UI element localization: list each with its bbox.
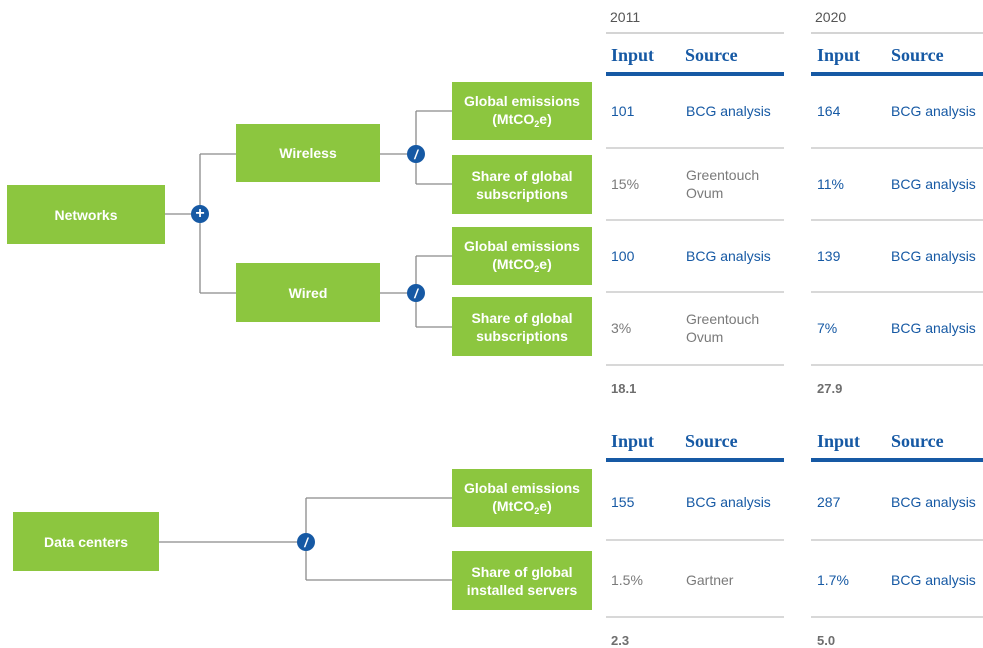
year-2020-label: 2020 (815, 9, 847, 25)
cell-2020-input: 139 (817, 248, 841, 264)
cell-2011-source: Greentouch Ovum (686, 311, 760, 345)
cell-2020-source: BCG analysis (891, 176, 976, 192)
cell-2011-input: 3% (611, 320, 632, 336)
cell-2011-input: 15% (611, 176, 640, 192)
header-source: Source (891, 45, 944, 65)
cell-2011-input: 101 (611, 103, 635, 119)
node-wired-share-subscriptions: Share of global subscriptions (452, 297, 592, 356)
total-2020: 5.0 (817, 633, 836, 648)
divide-operator-icon: / (297, 533, 315, 551)
node-data-centers: Data centers (13, 512, 159, 571)
divide-operator-icon: / (407, 284, 425, 302)
row-divider (606, 364, 784, 366)
divide-operator-icon: / (407, 145, 425, 163)
cell-2020-source: BCG analysis (891, 248, 976, 264)
year-2011-label: 2011 (610, 9, 641, 25)
node-wired-global-emissions: Global emissions (MtCO2e) (452, 227, 592, 285)
cell-2020-input: 287 (817, 494, 841, 510)
row-divider (811, 539, 983, 541)
node-wireless-share-subscriptions: Share of global subscriptions (452, 155, 592, 214)
header-rule (811, 458, 983, 462)
node-wired: Wired (236, 263, 380, 322)
header-input: Input (611, 431, 655, 451)
header-rule (811, 72, 983, 76)
cell-2020-source: BCG analysis (891, 320, 976, 336)
cell-2011-source: Greentouch Ovum (686, 167, 760, 201)
cell-2011-source: BCG analysis (686, 494, 771, 510)
row-divider (606, 147, 784, 149)
emissions-label-line1: Global emissions (464, 93, 580, 109)
share-label-line2: subscriptions (476, 185, 568, 202)
header-rule (606, 72, 784, 76)
emissions-label-line2: (MtCO2e) (492, 256, 552, 274)
total-2011: 2.3 (611, 633, 630, 648)
header-input: Input (611, 45, 655, 65)
emissions-label-line1: Global emissions (464, 238, 580, 254)
year-rule (811, 32, 983, 34)
node-datacenter-global-emissions: Global emissions (MtCO2e) (452, 469, 592, 527)
row-divider (606, 539, 784, 541)
header-source: Source (685, 45, 738, 65)
cell-2020-input: 164 (817, 103, 841, 119)
node-data-centers-label: Data centers (43, 533, 129, 550)
share-label-line2: subscriptions (476, 327, 568, 344)
cell-2011-source: BCG analysis (686, 103, 771, 119)
cell-2011-source: BCG analysis (686, 248, 771, 264)
header-source: Source (891, 431, 944, 451)
cell-2020-input: 11% (817, 176, 844, 192)
node-wireless-global-emissions: Global emissions (MtCO2e) (452, 82, 592, 140)
cell-2020-source: BCG analysis (891, 103, 976, 119)
servers-label-line2: installed servers (466, 581, 578, 598)
total-2020: 27.9 (817, 381, 843, 396)
emissions-label-line2: (MtCO2e) (492, 111, 552, 129)
node-networks-label: Networks (54, 206, 118, 223)
share-label-line1: Share of global (471, 309, 573, 326)
row-divider (811, 364, 983, 366)
cell-2011-input: 100 (611, 248, 635, 264)
cell-2011-input: 1.5% (611, 572, 643, 588)
row-divider (606, 291, 784, 293)
row-divider (606, 616, 784, 618)
node-wired-label: Wired (288, 284, 328, 301)
header-input: Input (817, 431, 861, 451)
row-divider (811, 219, 983, 221)
row-divider (606, 219, 784, 221)
row-divider (811, 147, 983, 149)
cell-2020-source: BCG analysis (891, 494, 976, 510)
emissions-label-line1: Global emissions (464, 480, 580, 496)
year-rule (606, 32, 784, 34)
share-label-line1: Share of global (471, 563, 573, 580)
total-2011: 18.1 (611, 381, 637, 396)
cell-2020-source: BCG analysis (891, 572, 976, 588)
cell-2011-input: 155 (611, 494, 635, 510)
row-divider (811, 616, 983, 618)
cell-2020-input: 1.7% (817, 572, 849, 588)
share-label-line1: Share of global (471, 167, 573, 184)
header-source: Source (685, 431, 738, 451)
cell-2020-input: 7% (817, 320, 838, 336)
plus-operator-icon: + (191, 205, 209, 223)
cell-2011-source: Gartner (686, 572, 734, 588)
row-divider (811, 291, 983, 293)
node-datacenter-share-servers: Share of global installed servers (452, 551, 592, 610)
header-rule (606, 458, 784, 462)
node-wireless-label: Wireless (279, 145, 337, 161)
header-input: Input (817, 45, 861, 65)
node-wireless: Wireless (236, 124, 380, 182)
emissions-label-line2: (MtCO2e) (492, 498, 552, 516)
node-networks: Networks (7, 185, 165, 244)
